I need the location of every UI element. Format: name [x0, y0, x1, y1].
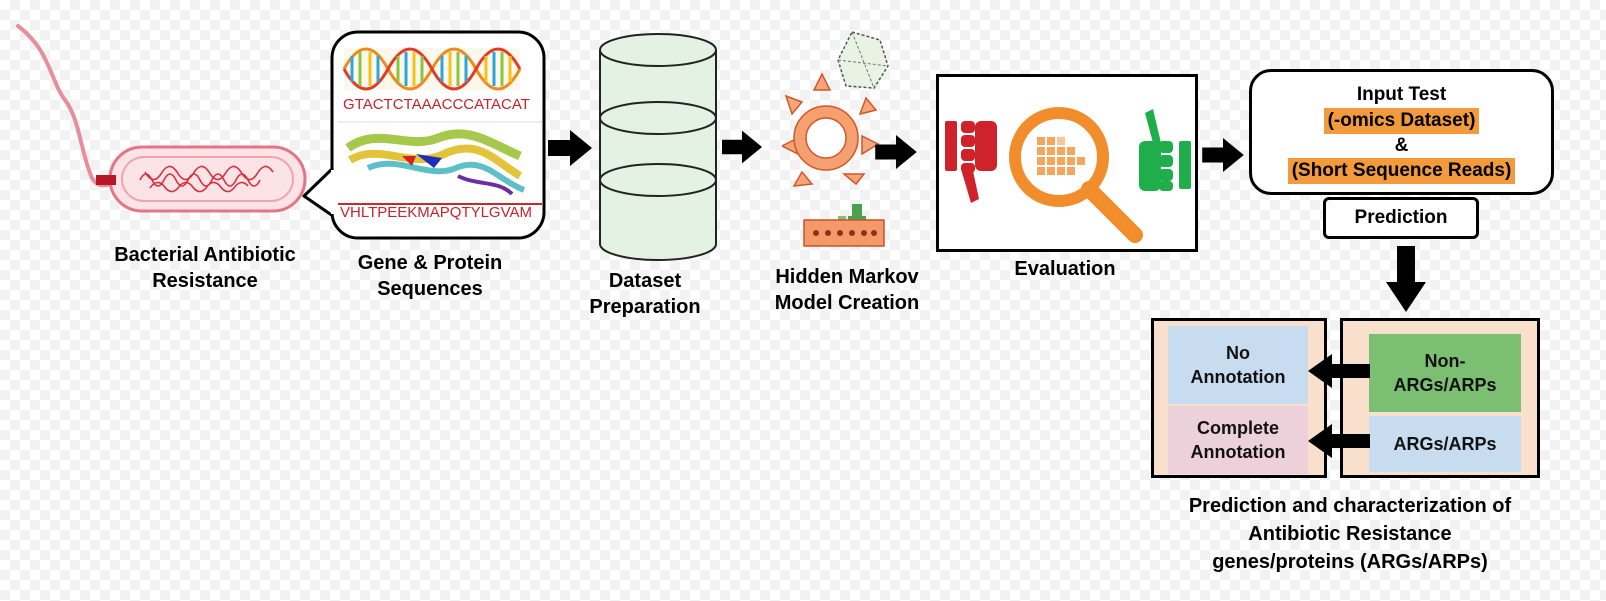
no-annotation-cell: No Annotation: [1168, 326, 1308, 404]
arrow-right-icon: [875, 135, 917, 169]
thumbs-up-icon: [1139, 109, 1191, 191]
complete-annotation-line2: Annotation: [1190, 442, 1286, 462]
final-caption-line1: Prediction and characterization of: [1188, 495, 1512, 517]
evaluation-illustration: [945, 107, 1191, 243]
non-args-line2: ARGs/ARPs: [1393, 375, 1497, 395]
omics-row: (-omics Dataset): [1252, 108, 1551, 134]
ampersand-label: &: [1394, 135, 1409, 156]
final-caption: Prediction and characterization of Antib…: [1150, 492, 1550, 576]
dataset-caption-line1: Dataset: [608, 270, 682, 292]
reads-row: (Short Sequence Reads): [1252, 158, 1551, 184]
args-cell: ARGs/ARPs: [1369, 416, 1521, 472]
evaluation-box: [936, 74, 1198, 252]
non-args-cell: Non- ARGs/ARPs: [1369, 334, 1521, 412]
sequences-caption-line1: Gene & Protein: [357, 252, 503, 274]
protein-sequence-text: VHLTPEEKMAPQTYLGVAM: [340, 204, 532, 221]
final-caption-line2: Antibiotic Resistance: [1248, 523, 1452, 545]
arrow-right-icon: [1202, 138, 1244, 172]
dna-helix-image: [342, 47, 522, 91]
dataset-caption-line2: Preparation: [589, 296, 701, 318]
arrow-right-icon: [722, 130, 762, 164]
bacteria-caption-line2: Resistance: [152, 270, 258, 292]
sequences-caption-line2: Sequences: [377, 278, 483, 300]
protein-ribbon-image: [345, 129, 526, 196]
non-args-line1: Non-: [1424, 351, 1466, 371]
thumbs-down-icon: [945, 121, 997, 203]
prediction-label: Prediction: [1354, 207, 1448, 228]
sequences-caption: Gene & Protein Sequences: [340, 250, 520, 302]
hmm-caption-line2: Model Creation: [774, 292, 920, 314]
no-annotation-line2: Annotation: [1190, 367, 1286, 387]
prediction-box: Prediction: [1323, 197, 1479, 239]
bacteria-caption: Bacterial Antibiotic Resistance: [85, 242, 325, 294]
arrow-left-icon: [1308, 424, 1370, 458]
hmm-caption: Hidden Markov Model Creation: [752, 264, 942, 316]
dataset-caption: Dataset Preparation: [570, 268, 720, 320]
evaluation-caption: Evaluation: [1014, 258, 1116, 280]
bacteria-caption-line1: Bacterial Antibiotic: [114, 244, 296, 266]
input-test-box: Input Test (-omics Dataset) & (Short Seq…: [1249, 69, 1554, 195]
magnifier-icon: [1009, 107, 1143, 243]
complete-annotation-line1: Complete: [1196, 418, 1279, 438]
bacterium-illustration: [16, 24, 307, 213]
input-test-title: Input Test: [1356, 84, 1447, 105]
hmm-model-illustration: [782, 31, 889, 247]
hmm-caption-line1: Hidden Markov: [775, 266, 919, 288]
omics-dataset-label: (-omics Dataset): [1323, 108, 1480, 134]
final-caption-line3: genes/proteins (ARGs/ARPs): [1212, 551, 1488, 573]
arrow-left-icon: [1308, 354, 1370, 388]
complete-annotation-cell: Complete Annotation: [1168, 406, 1308, 474]
args-label: ARGs/ARPs: [1393, 434, 1497, 454]
short-reads-label: (Short Sequence Reads): [1287, 158, 1516, 184]
dataset-cylinder-icon: [599, 33, 717, 261]
sequence-callout: [302, 30, 546, 240]
sun-gear-icon: [782, 72, 880, 187]
arrow-right-icon: [548, 130, 592, 166]
flagellum: [16, 24, 116, 188]
dna-sequence-text: GTACTCTAAACCCATACAT: [343, 96, 530, 113]
arrow-down-icon: [1386, 246, 1426, 312]
dna-coil: [139, 165, 274, 193]
no-annotation-line1: No: [1225, 343, 1250, 363]
